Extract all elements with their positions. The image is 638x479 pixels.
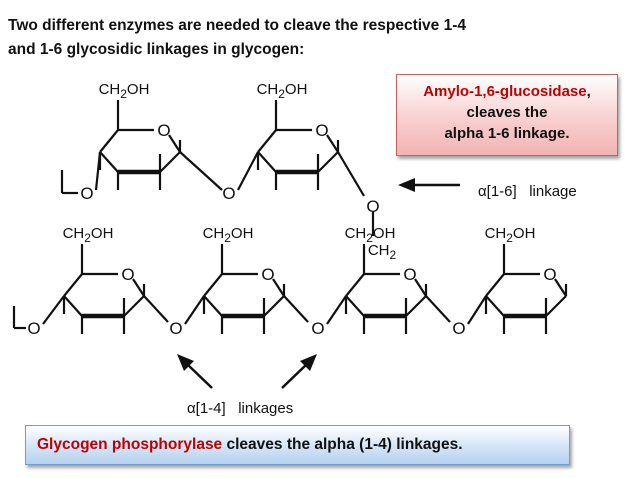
heading: Two different enzymes are needed to clea… [8,14,628,62]
alpha-1-6-arrow [398,178,460,192]
bridge-oxygen: O [80,184,93,203]
ch2oh-label: CH2OH [63,225,114,245]
glucose-ring [256,100,340,190]
ring-oxygen-label: O [121,265,134,284]
bridge-oxygen: O [222,184,235,203]
ch2-label: CH2 [368,242,397,262]
bridge-oxygen: O [311,319,324,338]
bond-line [94,151,102,191]
callout-bottom-rest: cleaves the alpha (1-4) linkages. [222,436,463,453]
ch2oh-label: CH2OH [485,225,536,245]
bond-line [143,295,169,323]
amylo-glucosidase-callout: Amylo-1,6-glucosidase, cleaves the alpha… [396,74,618,156]
ring-oxygen-label: O [157,121,170,140]
glucose-rings [62,100,568,334]
bond-line [237,151,259,191]
bridge-oxygen: O [27,319,40,338]
bond-line [326,295,347,325]
callout-comma: , [586,83,591,100]
glucose-ring [62,244,146,334]
ch2oh-label: CH2OH [203,225,254,245]
ch2oh-label: CH2OH [257,81,308,101]
ring-oxygen-label: O [543,265,556,284]
bond-line [425,295,451,323]
glycosidic-bonds [12,151,487,330]
bond-line [337,151,365,197]
alpha-1-4-label: α[1-4] linkages [187,400,293,417]
ring-oxygen-label: O [403,265,416,284]
bond-line [179,151,223,191]
bridge-oxygen: O [452,319,465,338]
alpha-1-6-label: α[1-6] linkage [478,183,577,200]
bridge-oxygen: O [169,319,182,338]
callout-top-line-3: alpha 1-6 linkage. [444,125,570,142]
heading-line-2: and 1-6 glycosidic linkages in glycogen: [8,41,305,58]
glucose-ring [484,244,568,334]
bond-line [283,295,309,323]
bridge-oxygen: O [366,197,379,216]
glycogen-phosphorylase-name: Glycogen phosphorylase [37,436,223,453]
amylo-glucosidase-name: Amylo-1,6-glucosidase [423,83,587,100]
glucose-ring [202,244,286,334]
bond-line [467,295,487,325]
callout-top-line-2: cleaves the [466,104,548,121]
glucose-ring [344,244,428,334]
glycogen-phosphorylase-callout: Glycogen phosphorylase cleaves the alpha… [25,425,570,465]
glucose-ring [98,100,182,190]
bond-line [184,295,205,325]
ch2oh-label: CH2OH [345,225,396,245]
ring-oxygen-label: O [315,121,328,140]
ring-oxygen-label: O [261,265,274,284]
alpha-1-4-arrows [177,354,317,389]
bond-line [42,295,65,325]
heading-line-1: Two different enzymes are needed to clea… [8,17,466,34]
ch2oh-label: CH2OH [99,81,150,101]
